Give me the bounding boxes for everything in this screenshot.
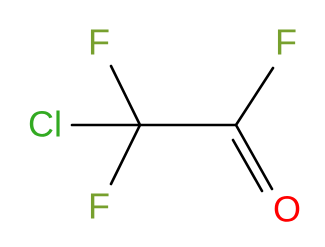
bond-c1-f-top xyxy=(109,64,142,127)
atom-fluorine-bottom-label: F xyxy=(88,186,110,227)
atom-oxygen-label: O xyxy=(273,189,301,230)
atom-chlorine-label: Cl xyxy=(28,104,62,145)
bond-c2-f-acyl xyxy=(234,66,275,127)
atom-fluorine-acyl-label: F xyxy=(275,22,297,63)
bond-c1-f-bottom xyxy=(109,123,142,186)
bond-c2-o-double-inner xyxy=(231,138,264,193)
atom-fluorine-top-label: F xyxy=(88,22,110,63)
bond-c2-o-double-outer xyxy=(234,123,274,191)
